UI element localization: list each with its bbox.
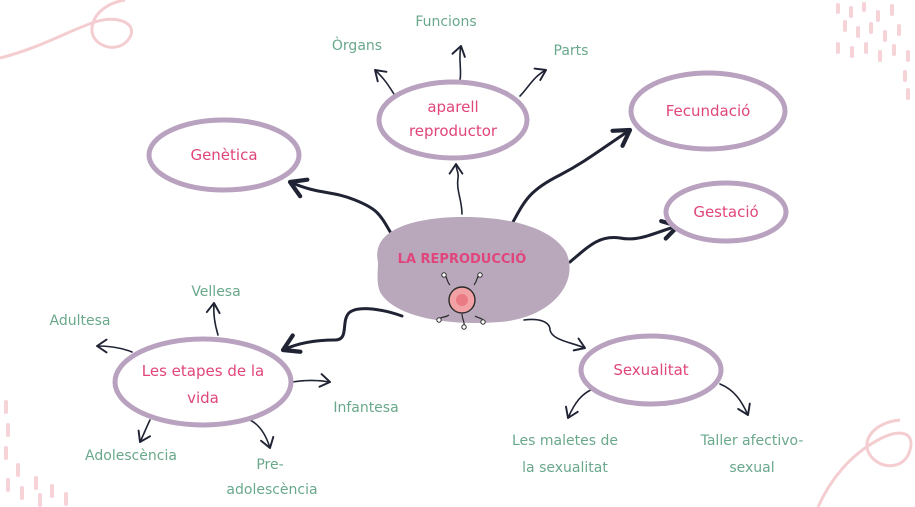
leaf-taller-line2: sexual <box>729 460 774 476</box>
node-aparell-line1: aparell <box>427 98 478 116</box>
arrow-to-aparell <box>448 163 464 215</box>
arrow-to-etapes <box>280 307 404 354</box>
leaf-preadolescencia-line1: Pre- <box>256 457 283 473</box>
leaf-infantesa: Infantesa <box>333 400 398 416</box>
leaf-labels: Òrgans Funcions Parts Vellesa Adultesa I… <box>50 14 804 498</box>
leaf-vellesa: Vellesa <box>191 284 240 300</box>
node-gestacio[interactable]: Gestació <box>663 180 789 244</box>
node-aparell-reproductor[interactable]: aparell reproductor <box>376 79 530 161</box>
node-aparell-line2: reproductor <box>409 122 498 140</box>
arrow-to-adolescencia <box>137 419 151 443</box>
leaf-parts: Parts <box>554 43 589 59</box>
node-genetica[interactable]: Genètica <box>146 117 302 193</box>
decoration-bottom-left-dashes <box>4 400 68 507</box>
leaf-taller-line1: Taller afectivo- <box>700 433 804 449</box>
arrow-to-funcions <box>451 45 466 81</box>
connectors <box>96 45 751 449</box>
arrow-to-adultesa <box>96 338 133 354</box>
leaf-funcions: Funcions <box>415 14 476 30</box>
central-node: LA REPRODUCCIÓ <box>377 217 570 330</box>
arrow-to-maletes <box>565 387 596 419</box>
leaf-maletes-line1: Les maletes de <box>512 433 618 449</box>
leaf-preadolescencia-line2: adolescència <box>226 482 317 498</box>
leaf-organs: Òrgans <box>332 36 382 54</box>
node-sexualitat[interactable]: Sexualitat <box>578 333 724 407</box>
arrow-to-parts <box>519 67 547 97</box>
decoration-top-right-dashes <box>836 2 910 100</box>
leaf-adolescencia: Adolescència <box>85 448 177 464</box>
center-label: LA REPRODUCCIÓ <box>398 251 527 267</box>
arrow-to-sexualitat <box>523 318 586 352</box>
arrow-to-genetica <box>287 177 397 242</box>
decoration-bottom-right-swirl <box>816 418 913 507</box>
leaf-adultesa: Adultesa <box>50 313 111 329</box>
arrow-to-infantesa <box>291 373 331 388</box>
arrow-to-gestacio <box>568 218 681 264</box>
arrow-to-preadolescencia <box>249 419 275 449</box>
arrow-to-vellesa <box>205 302 221 336</box>
node-sexualitat-label: Sexualitat <box>613 361 688 379</box>
node-etapes-line1: Les etapes de la <box>142 362 264 380</box>
sperm-egg-icon <box>436 272 486 330</box>
arrow-to-fecundacio <box>511 127 633 224</box>
node-gestacio-label: Gestació <box>693 203 758 221</box>
leaf-maletes-line2: la sexualitat <box>522 460 608 476</box>
node-etapes-vida[interactable]: Les etapes de la vida <box>112 336 294 428</box>
node-etapes-line2: vida <box>187 389 219 407</box>
decoration-top-left-swirl <box>0 0 134 60</box>
arrow-to-taller <box>719 383 751 416</box>
node-fecundacio-label: Fecundació <box>666 102 751 120</box>
node-genetica-label: Genètica <box>190 146 257 164</box>
node-fecundacio[interactable]: Fecundació <box>628 70 788 152</box>
